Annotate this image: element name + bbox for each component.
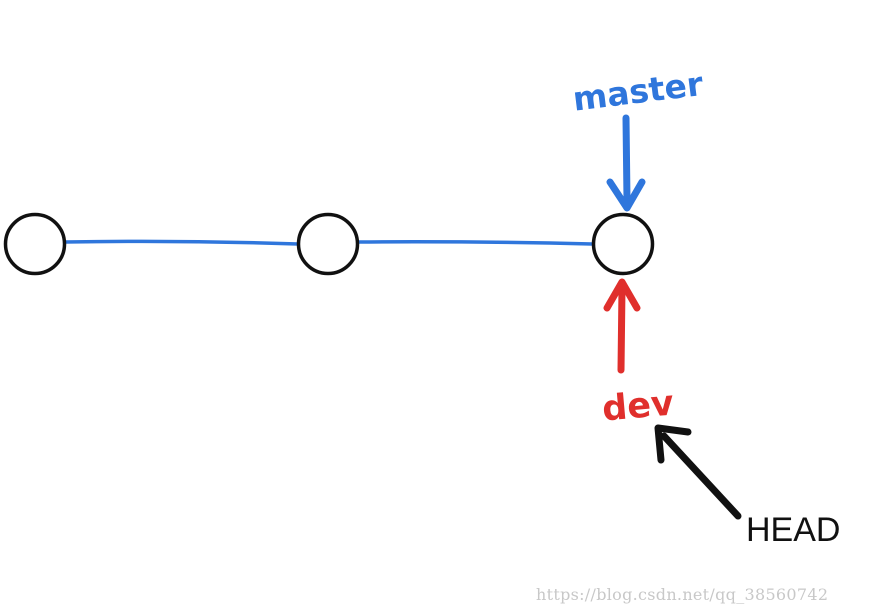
commit-node-3	[591, 212, 655, 276]
head-arrow	[654, 424, 742, 520]
commit-link-1-2	[63, 239, 300, 246]
head-label: HEAD	[746, 511, 840, 549]
commit-link-2-3	[356, 240, 594, 246]
dev-label: dev	[601, 383, 676, 429]
commit-node-2	[296, 212, 360, 276]
dev-arrow	[603, 278, 641, 374]
master-label: master	[571, 64, 706, 119]
watermark-url: https://blog.csdn.net/qq_38560742	[536, 585, 828, 604]
master-arrow	[606, 114, 646, 212]
commit-node-1	[3, 212, 67, 276]
